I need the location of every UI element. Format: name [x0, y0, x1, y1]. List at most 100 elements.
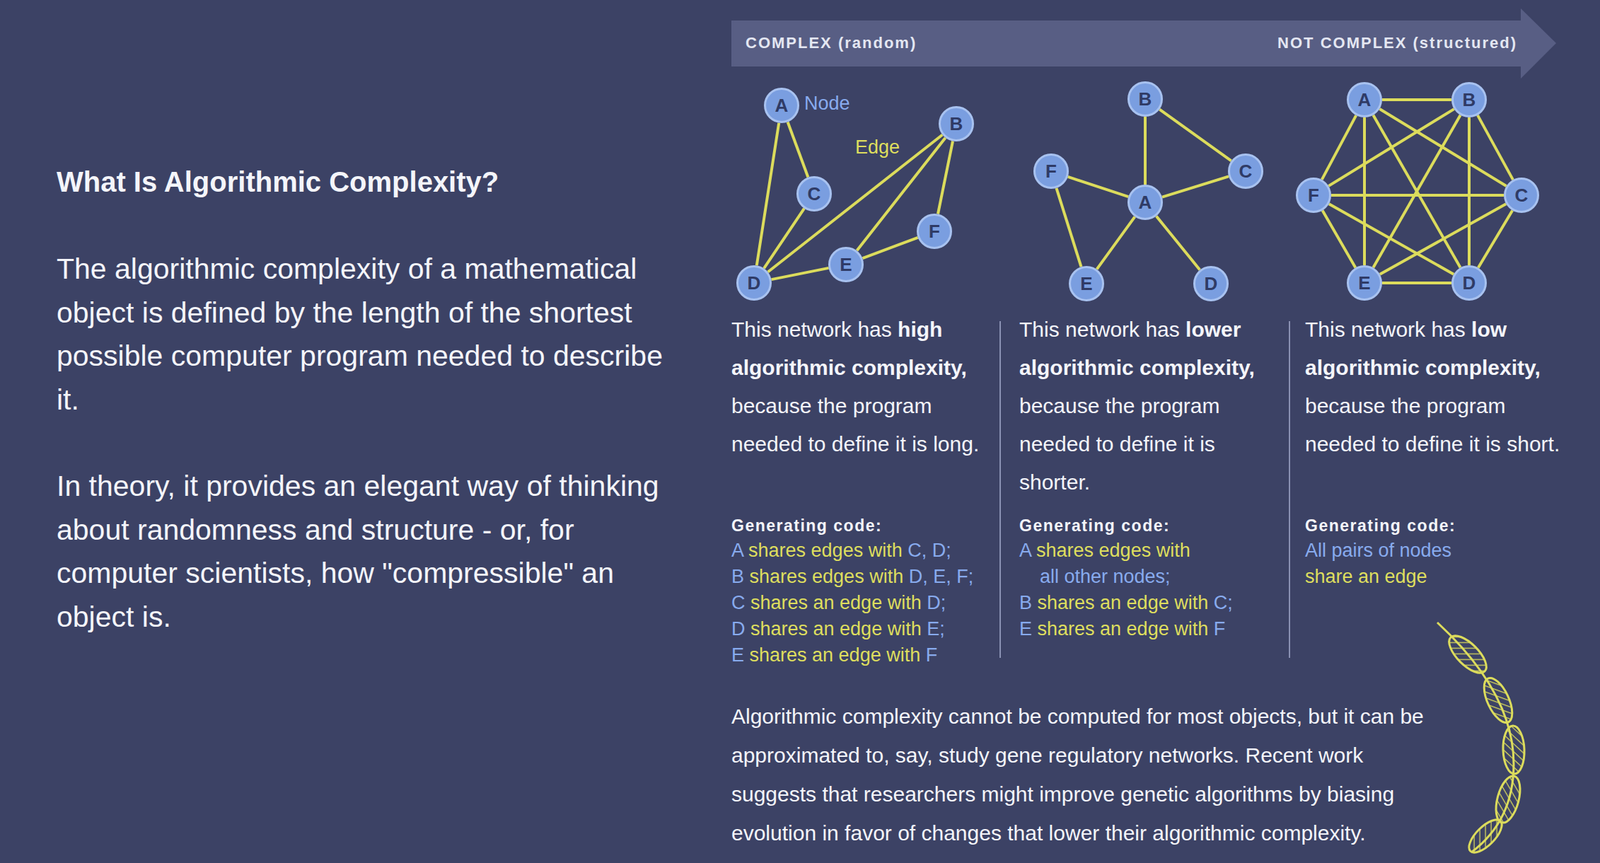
- code-line-part: D;: [926, 592, 946, 614]
- code-line-part: C: [731, 592, 746, 614]
- graph-edge: [937, 141, 953, 215]
- graph-node: C: [1503, 177, 1540, 213]
- code-line-part: C, D;: [907, 539, 952, 561]
- code-line-part: shares an edge with: [749, 644, 921, 666]
- code-line-part: shares an edge with: [750, 592, 922, 614]
- description: This network has low algorithmic complex…: [1305, 310, 1564, 464]
- code-line: all other nodes;: [1039, 563, 1171, 590]
- banner-arrow: [731, 8, 1557, 79]
- node-letter: A: [775, 94, 789, 117]
- description-part: because the program needed to define it …: [1305, 393, 1560, 456]
- code-line: E shares an edge with F: [1019, 616, 1226, 643]
- graph-edge: [1056, 188, 1082, 267]
- dna-illustration: [1437, 622, 1526, 858]
- node-letter: F: [928, 220, 941, 243]
- graph-node: C: [796, 176, 832, 212]
- graph-node: B: [1127, 81, 1163, 117]
- node-letter: B: [1462, 89, 1477, 112]
- code-heading: Generating code:: [731, 514, 883, 537]
- graph-edge: [763, 208, 805, 269]
- node-letter: D: [1462, 272, 1477, 295]
- node-letter: A: [1358, 89, 1372, 112]
- code-line-part: D, E, F;: [908, 565, 975, 588]
- graph-edge: [1467, 117, 1471, 266]
- graph-node: E: [1068, 265, 1105, 302]
- node-letter: D: [1204, 273, 1219, 295]
- code-line-part: all other nodes;: [1039, 565, 1171, 588]
- heading: What Is Algorithmic Complexity?: [56, 164, 499, 200]
- code-line-part: A: [1019, 539, 1032, 561]
- graph-edge: [1477, 115, 1513, 180]
- graph-edge: [1143, 116, 1147, 185]
- scale-label: NOT COMPLEX (structured): [1277, 32, 1518, 54]
- node-letter: C: [807, 183, 822, 206]
- code-line: B shares an edge with C;: [1019, 589, 1233, 617]
- node-letter: D: [747, 272, 762, 295]
- graph-edge: [1328, 108, 1454, 187]
- graph-node: F: [916, 213, 953, 249]
- graph-node: D: [1451, 265, 1487, 301]
- description: This network has high algorithmic comple…: [731, 310, 990, 464]
- graph-edge: [1156, 215, 1201, 270]
- scale-label: COMPLEX (random): [745, 32, 917, 54]
- node-letter: C: [1515, 184, 1529, 207]
- code-line-part: B: [731, 565, 745, 588]
- code-line: D shares an edge with E;: [731, 616, 946, 643]
- description-part: This network has: [1305, 317, 1466, 341]
- code-line: share an edge: [1305, 563, 1428, 590]
- code-line-part: F: [925, 644, 938, 666]
- graph-edge: [1380, 203, 1506, 275]
- graph-node: F: [1033, 153, 1069, 189]
- graph-edge: [1329, 203, 1454, 274]
- code-line-part: shares edges with: [1036, 539, 1191, 561]
- code-line-part: shares edges with: [749, 565, 904, 588]
- node-letter: C: [1239, 160, 1253, 183]
- code-line-part: shares edges with: [748, 539, 903, 561]
- node-letter: B: [1138, 88, 1153, 111]
- column-divider: [1288, 321, 1291, 658]
- code-line-part: shares an edge with: [1037, 592, 1209, 614]
- graph-edge: [862, 237, 918, 259]
- graph-edge: [1382, 281, 1452, 285]
- code-line-part: D: [731, 618, 746, 640]
- node-letter: F: [1307, 184, 1320, 207]
- graph-edge: [1331, 193, 1504, 197]
- code-line-part: share an edge: [1305, 565, 1428, 588]
- code-line-part: C;: [1213, 592, 1233, 614]
- code-line: C shares an edge with D;: [731, 589, 946, 617]
- description-part: This network has: [731, 317, 892, 341]
- code-line-part: F: [1213, 618, 1226, 640]
- graph-edge: [1372, 115, 1460, 269]
- code-line-part: E: [731, 644, 745, 666]
- code-line: A shares edges with: [1019, 537, 1191, 564]
- node-letter: E: [1080, 273, 1093, 295]
- intro-text: In theory, it provides an elegant way of…: [56, 464, 665, 639]
- code-line: B shares edges with D, E, F;: [731, 563, 974, 590]
- graph-edge: [1162, 176, 1229, 197]
- code-line: All pairs of nodes: [1305, 537, 1452, 564]
- graph-node: E: [1346, 265, 1383, 301]
- node-letter: B: [949, 113, 964, 136]
- graph-edge: [1372, 115, 1460, 269]
- node-letter: E: [1358, 272, 1371, 295]
- node-letter: E: [839, 253, 852, 276]
- graph-edge: [756, 123, 779, 266]
- node-letter: F: [1045, 160, 1057, 183]
- footnote-text: Algorithmic complexity cannot be compute…: [731, 696, 1439, 853]
- code-line-part: All pairs of nodes: [1305, 539, 1452, 561]
- graph-edge: [1097, 216, 1136, 269]
- graph-edge: [1322, 210, 1356, 269]
- graph-node: A: [763, 87, 800, 124]
- graph-edge: [1159, 109, 1231, 162]
- graph-edge: [1478, 210, 1513, 269]
- graph-node: D: [1193, 265, 1229, 302]
- graph-node: A: [1346, 82, 1383, 118]
- annotation: Node: [804, 90, 851, 117]
- graph-node: B: [1451, 82, 1487, 118]
- description-part: This network has: [1019, 317, 1180, 341]
- code-line-part: E: [1019, 618, 1033, 640]
- code-line-part: shares an edge with: [1037, 618, 1209, 640]
- graph-node: E: [828, 246, 864, 283]
